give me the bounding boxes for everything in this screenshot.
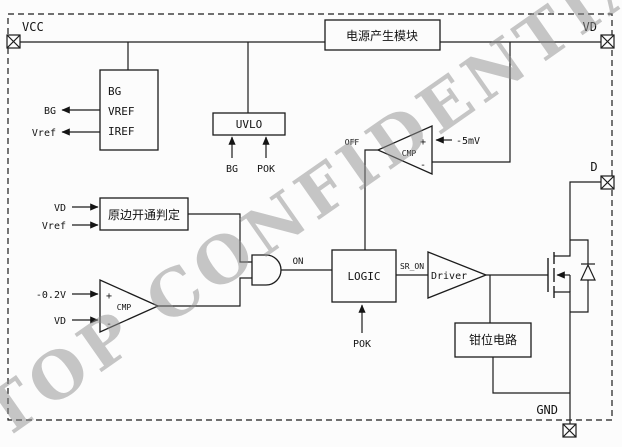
off-label: OFF xyxy=(345,138,360,147)
diode-lead-top xyxy=(570,239,589,264)
vd-label: VD xyxy=(583,20,597,34)
mosfet xyxy=(547,252,571,298)
vd-pin-x2 xyxy=(600,34,615,49)
d-pin-x2 xyxy=(600,175,615,190)
neg02-label: -0.2V xyxy=(36,290,66,301)
d-pin xyxy=(600,175,615,190)
chip-boundary xyxy=(7,13,613,421)
sron-label: SR_ON xyxy=(400,262,424,271)
top-comparator-minus: - xyxy=(420,160,426,171)
logic-block xyxy=(331,249,397,303)
diode-lead-bottom xyxy=(570,280,589,313)
primary-on-label: 原边开通判定 xyxy=(108,207,180,222)
driver-label: Driver xyxy=(431,271,467,282)
wire-clamp-bottom xyxy=(492,357,570,394)
on-label: ON xyxy=(293,257,304,267)
driver-buffer: Driver xyxy=(427,251,488,299)
bottom-comparator-minus: - xyxy=(106,319,112,330)
vd2-label: VD xyxy=(54,316,66,327)
power-module-label: 电源产生模块 xyxy=(346,29,418,43)
blocks: 电源产生模块 BG VREF IREF UVLO 原边开通判定 LOGIC 钳位… xyxy=(99,19,532,358)
top-comparator-body xyxy=(376,124,433,176)
gnd-label: GND xyxy=(536,403,558,417)
clamp-block xyxy=(454,322,532,358)
wires xyxy=(20,41,601,424)
vcc-label: VCC xyxy=(22,20,44,34)
d-label: D xyxy=(590,160,597,174)
pins xyxy=(6,34,615,438)
threshold-label: -5mV xyxy=(456,136,480,147)
bg-out-label: BG xyxy=(44,106,56,117)
wire-primary-to-and xyxy=(188,213,252,263)
top-comparator-plus: + xyxy=(420,137,426,148)
uvlo-bg-label: BG xyxy=(226,164,238,175)
vd-pin xyxy=(600,34,615,49)
top-comparator-name: CMP xyxy=(402,149,417,158)
body-diode xyxy=(570,239,596,313)
wire-cmp-to-and xyxy=(158,277,252,307)
uvlo-pok-label: POK xyxy=(257,164,275,175)
power-module-block xyxy=(324,19,441,51)
uvlo-block xyxy=(212,112,286,136)
wire-vd-to-cmp-minus xyxy=(432,42,511,163)
gnd-pin-x2 xyxy=(562,423,577,438)
bottom-comparator: + - CMP xyxy=(99,278,160,334)
pok-label: POK xyxy=(353,339,371,350)
vd-in-label: VD xyxy=(54,203,66,214)
wire-off-to-logic xyxy=(364,149,378,250)
ref-block-line2: VREF xyxy=(108,105,135,118)
driver-body xyxy=(427,251,488,299)
labels: VCC VD D GND BG Vref BG POK -5mV OFF VD … xyxy=(22,20,598,417)
ref-block-line3: IREF xyxy=(108,125,135,138)
top-comparator: + - CMP xyxy=(376,124,433,176)
ref-block-line1: BG xyxy=(108,85,121,98)
gnd-pin xyxy=(562,423,577,438)
logic-label: LOGIC xyxy=(347,270,380,283)
vcc-pin xyxy=(6,34,21,49)
bottom-comparator-name: CMP xyxy=(117,303,132,312)
ref-block xyxy=(99,69,159,151)
vref-in-label: Vref xyxy=(42,221,66,232)
wire-drain-to-d xyxy=(554,181,601,257)
clamp-label: 钳位电路 xyxy=(469,332,517,347)
primary-on-block xyxy=(99,197,189,231)
vcc-pin-x2 xyxy=(6,34,21,49)
and-gate xyxy=(251,254,282,286)
diode-triangle xyxy=(580,263,596,281)
bottom-comparator-body xyxy=(99,278,160,334)
uvlo-label: UVLO xyxy=(236,118,263,131)
bottom-comparator-plus: + xyxy=(106,291,112,302)
vref-out-label: Vref xyxy=(32,128,56,139)
